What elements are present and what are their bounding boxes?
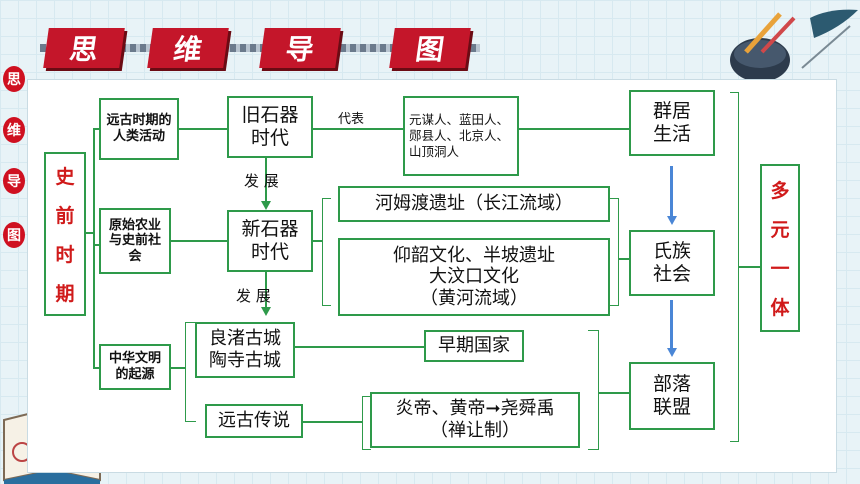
category-civilization: 中华文明的起源 — [99, 344, 171, 390]
develop-label-1: 发 展 — [244, 172, 279, 190]
title-char-2: 维 — [147, 28, 229, 68]
connector — [93, 128, 99, 130]
civ-right-bracket — [588, 330, 599, 450]
connector — [93, 244, 99, 246]
title-char-4: 图 — [389, 28, 471, 68]
blue-arrow-head — [667, 216, 677, 225]
develop-arrow-line — [265, 158, 267, 202]
site-region: （黄河流域） — [420, 287, 528, 309]
social-clan: 氏族社会 — [629, 230, 715, 296]
site-hemudu: 河姆渡遗址（长江流域） — [338, 186, 610, 222]
connector — [519, 128, 629, 130]
connector — [313, 128, 403, 130]
category-human-activity: 远古时期的人类活动 — [99, 98, 179, 160]
city-taosi: 陶寺古城 — [209, 350, 281, 371]
connector — [179, 128, 227, 130]
connector — [303, 421, 363, 423]
stage-old-stone: 旧石器时代 — [227, 96, 313, 158]
blue-arrow-line — [670, 166, 673, 218]
title-chain — [40, 44, 480, 52]
kings-line: 炎帝、黄帝➞尧舜禹 — [395, 398, 555, 420]
summary-char-2: 元 — [770, 219, 790, 241]
site-right-bracket — [610, 198, 619, 306]
social-group-living: 群居生活 — [629, 90, 715, 156]
connector — [598, 392, 629, 394]
connector — [295, 346, 425, 348]
city-liangzhu: 良渚古城 — [209, 328, 281, 350]
connector — [171, 367, 185, 369]
side-char-4: 图 — [3, 222, 25, 248]
era-char-1: 史 — [55, 166, 75, 188]
category-agriculture: 原始农业与史前社会 — [99, 208, 171, 274]
site-yellow-river: 仰韶文化、半坡遗址 大汶口文化 （黄河流域） — [338, 238, 610, 316]
develop-label-2: 发 展 — [236, 287, 271, 305]
represent-label: 代表 — [338, 112, 365, 127]
kings-box: 炎帝、黄帝➞尧舜禹 （禅让制） — [370, 392, 580, 448]
ancient-legend: 远古传说 — [205, 404, 303, 438]
era-box: 史 前 时 期 — [44, 152, 86, 316]
social-tribe-alliance: 部落联盟 — [629, 362, 715, 430]
develop-arrow-line — [265, 272, 267, 308]
side-char-3: 导 — [3, 168, 25, 194]
connector — [93, 367, 99, 369]
connector — [171, 240, 227, 242]
connector — [618, 258, 629, 260]
side-char-1: 思 — [3, 66, 25, 92]
develop-arrow-head — [261, 307, 271, 316]
connector — [313, 240, 323, 242]
connector — [738, 266, 760, 268]
early-state: 早期国家 — [424, 330, 524, 362]
stage-new-stone: 新石器时代 — [227, 210, 313, 272]
era-char-4: 期 — [55, 283, 75, 305]
blue-arrow-line — [670, 300, 673, 350]
connector — [86, 232, 94, 234]
ancient-people-box: 元谋人、蓝田人、郧县人、北京人、山顶洞人 — [403, 96, 519, 176]
site-yangshao: 仰韶文化、半坡遗址 — [393, 244, 555, 266]
site-bracket — [322, 198, 331, 306]
pen-cup-icon — [730, 9, 858, 82]
summary-char-3: 一 — [770, 258, 790, 280]
legend-bracket — [362, 396, 371, 450]
summary-char-1: 多 — [770, 180, 790, 202]
abdication-line: （禅让制） — [430, 420, 520, 441]
title-char-3: 导 — [259, 28, 341, 68]
civ-bracket — [185, 322, 196, 422]
side-char-2: 维 — [3, 117, 25, 143]
develop-arrow-head — [261, 201, 271, 210]
blue-arrow-head — [667, 348, 677, 357]
era-char-3: 时 — [55, 244, 75, 266]
summary-box: 多 元 一 体 — [760, 164, 800, 332]
connector — [93, 128, 95, 368]
ancient-cities: 良渚古城 陶寺古城 — [195, 322, 295, 378]
summary-char-4: 体 — [770, 297, 790, 319]
site-dawenkou: 大汶口文化 — [429, 266, 519, 288]
title-char-1: 思 — [43, 28, 125, 68]
era-char-2: 前 — [55, 205, 75, 227]
